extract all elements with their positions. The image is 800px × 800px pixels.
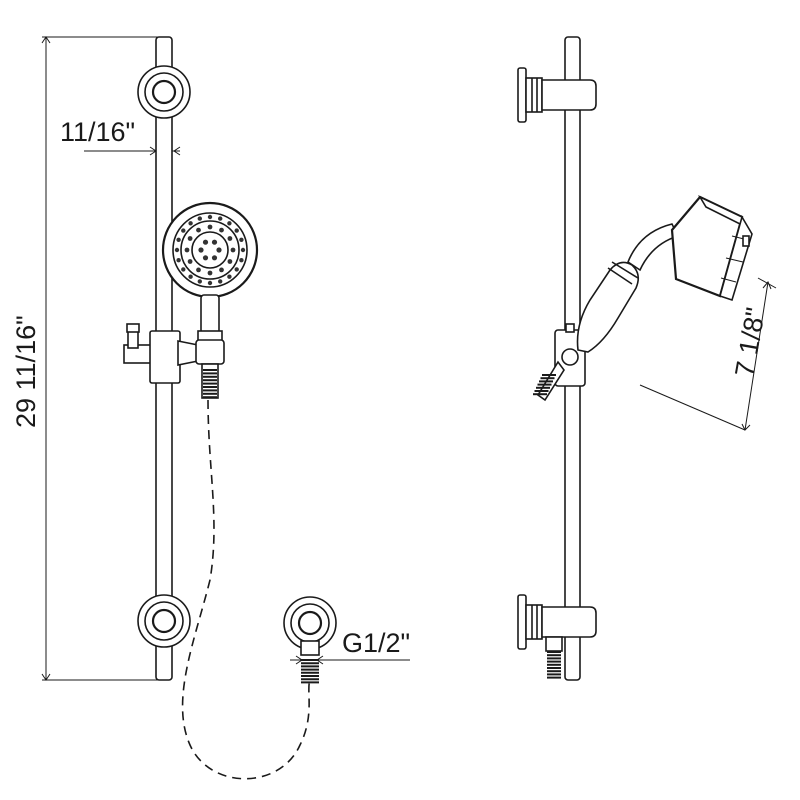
front-view: 29 11/16" 11/16" [11, 36, 410, 780]
nozzle-dot [187, 236, 193, 241]
nozzle-dot [234, 267, 239, 272]
nozzle-dot [207, 270, 213, 276]
nozzle-dot [176, 237, 181, 242]
nozzle-dot [202, 255, 209, 261]
nozzle-dot [227, 221, 232, 226]
wall-outlet-elbow [283, 596, 337, 684]
outlet-thread-dimension-line [290, 655, 410, 665]
sliding-holder [123, 323, 199, 384]
outlet-thread-label: G1/2" [342, 628, 410, 658]
nozzle-dot [219, 267, 224, 273]
nozzle-dot [181, 267, 186, 272]
nozzle-dot [196, 267, 201, 273]
nozzle-dot [227, 259, 233, 264]
nozzle-dot [184, 247, 190, 253]
nozzle-dot [230, 247, 236, 253]
nozzle-dot [188, 274, 193, 279]
nozzle-dot [187, 259, 193, 264]
nozzle-dot [218, 216, 223, 221]
upper-wall-bracket [137, 65, 191, 119]
nozzle-dot [240, 247, 246, 253]
lower-wall-bracket-side [517, 594, 597, 650]
flexible-hose-dashed [181, 399, 311, 780]
nozzle-dot [239, 258, 244, 263]
nozzle-dot [216, 247, 222, 253]
nozzle-dot [211, 255, 218, 261]
nozzle-dot [196, 227, 201, 233]
nozzle-dot [207, 224, 213, 230]
hand-shower-side [576, 195, 753, 353]
hose-connector-side-bottom [545, 636, 563, 679]
nozzle-dot [227, 236, 233, 241]
nozzle-dot [239, 237, 244, 242]
hand-shower-head [161, 201, 259, 365]
nozzle-dot [188, 221, 193, 226]
nozzle-dot [174, 247, 180, 253]
nozzle-dot [211, 239, 218, 245]
lower-wall-bracket [137, 594, 191, 648]
nozzle-dot [197, 279, 202, 284]
nozzle-dot [198, 247, 204, 253]
nozzle-dot [176, 258, 181, 263]
upper-wall-bracket-side [517, 67, 597, 123]
nozzle-dot [218, 279, 223, 284]
head-length-label: 7 1/8" [729, 305, 771, 379]
nozzle-dot [202, 239, 209, 245]
nozzle-dot [181, 228, 186, 233]
bar-diameter-label: 11/16" [60, 117, 135, 147]
head-length-dimension-line [639, 277, 777, 431]
hose-connector-front [201, 363, 219, 399]
height-dimension-line [41, 36, 160, 681]
nozzle-dot [207, 214, 213, 220]
nozzle-dot [219, 227, 224, 233]
nozzle-dot [197, 216, 202, 221]
nozzle-dot [207, 280, 213, 286]
nozzle-dot [234, 228, 239, 233]
side-view: 7 1/8" [517, 36, 777, 681]
nozzle-dot [227, 274, 232, 279]
height-dimension-label: 29 11/16" [11, 315, 41, 428]
